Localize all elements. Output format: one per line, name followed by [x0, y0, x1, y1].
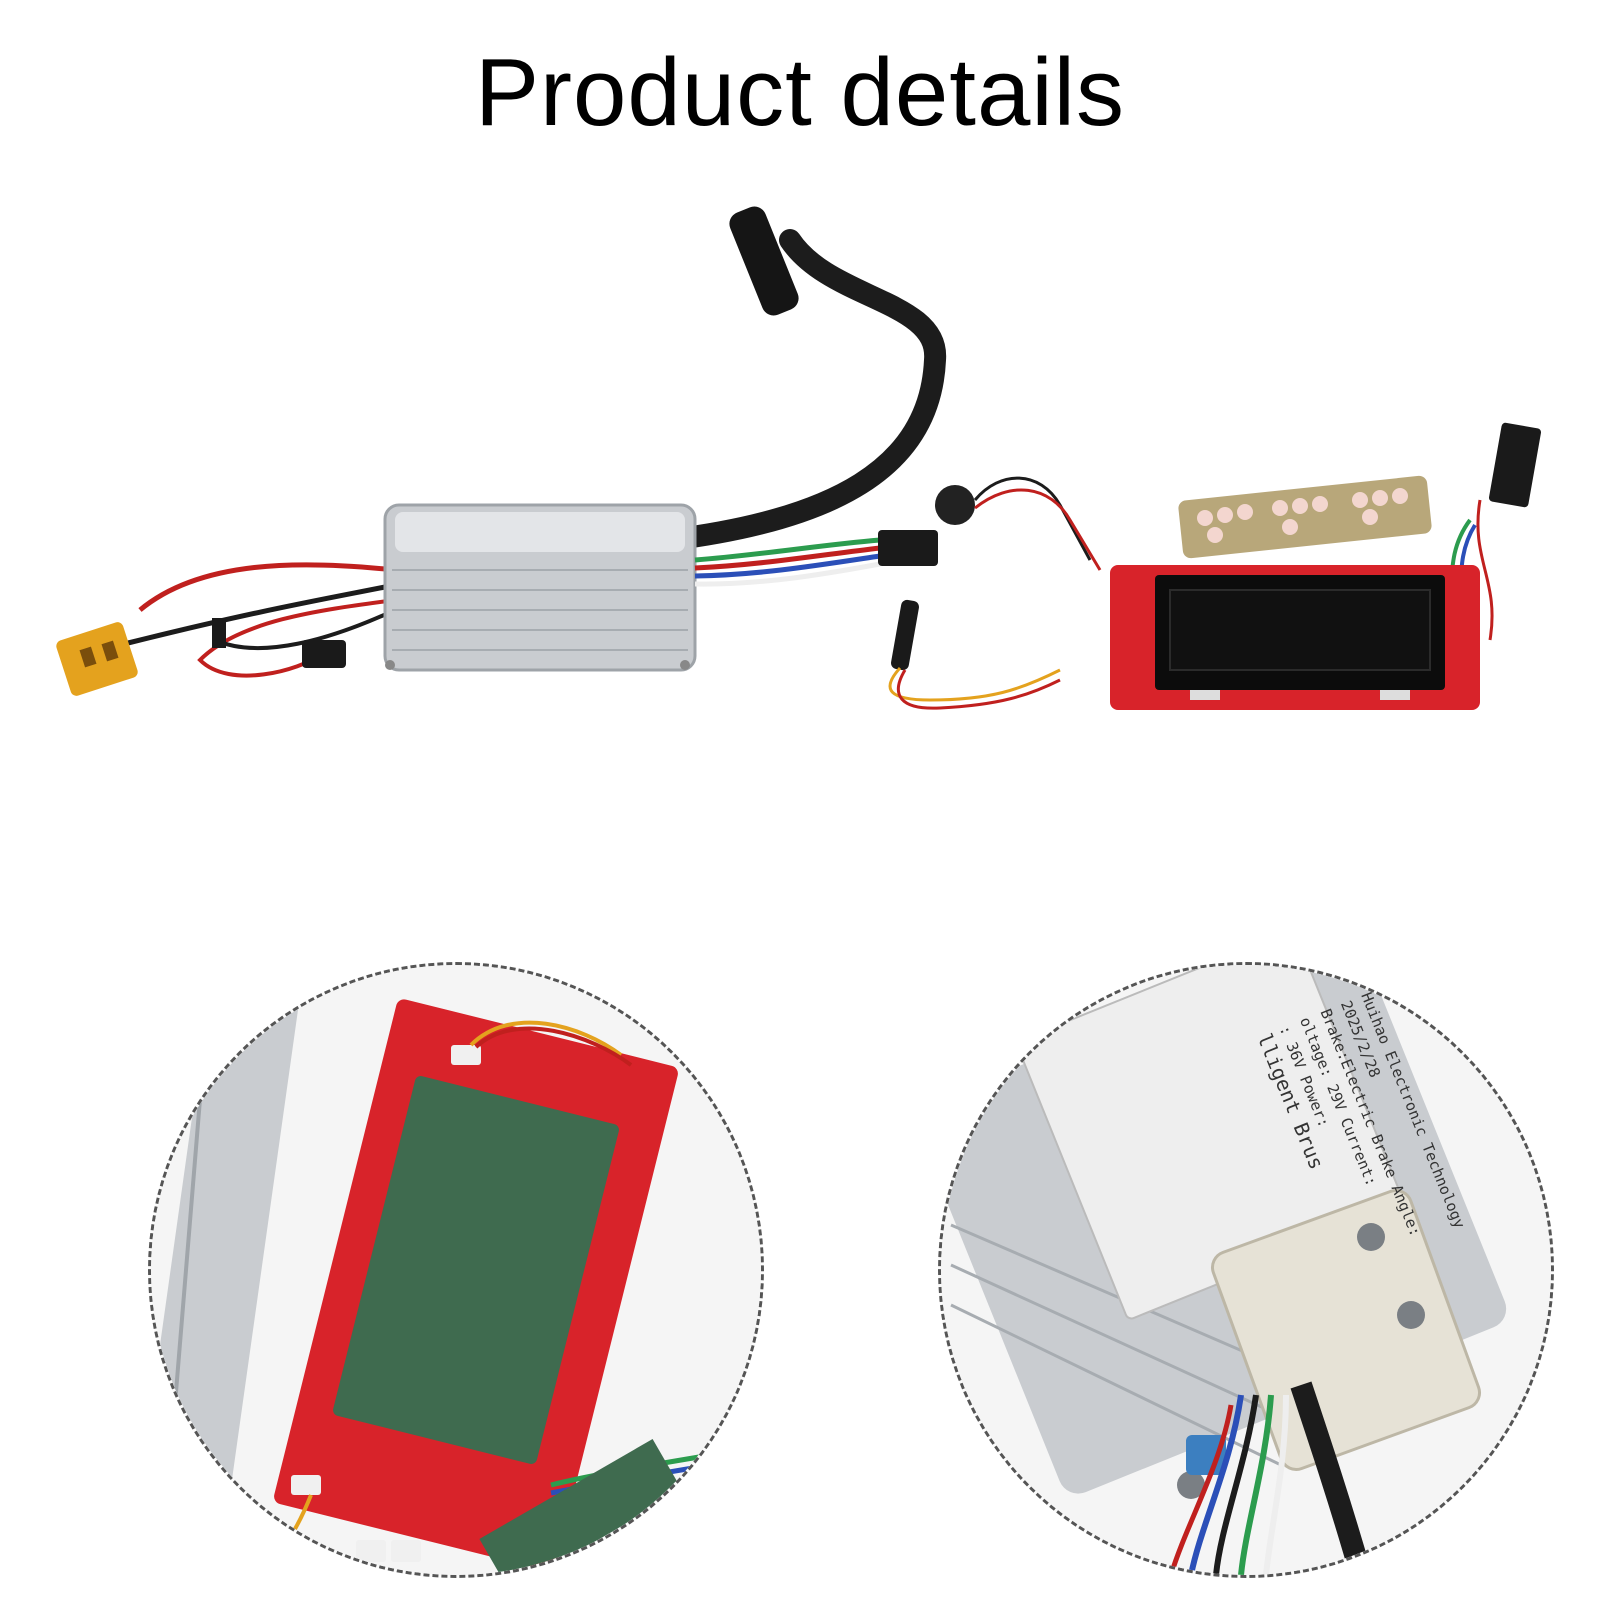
- pcb-closeup: [151, 965, 761, 1575]
- detail-circle-controller: Huihao Electronic Technology 2025/2/28 B…: [938, 962, 1554, 1578]
- display-board: [1110, 565, 1480, 710]
- controller-closeup: Huihao Electronic Technology 2025/2/28 B…: [941, 965, 1551, 1575]
- product-photo: [56, 206, 1542, 710]
- xt60-connector: [56, 622, 138, 696]
- page-title: Product details: [474, 39, 1125, 146]
- detail-circle-pcb: [148, 962, 764, 1578]
- controller-box: [383, 503, 697, 672]
- led-light-bar: [1178, 475, 1432, 559]
